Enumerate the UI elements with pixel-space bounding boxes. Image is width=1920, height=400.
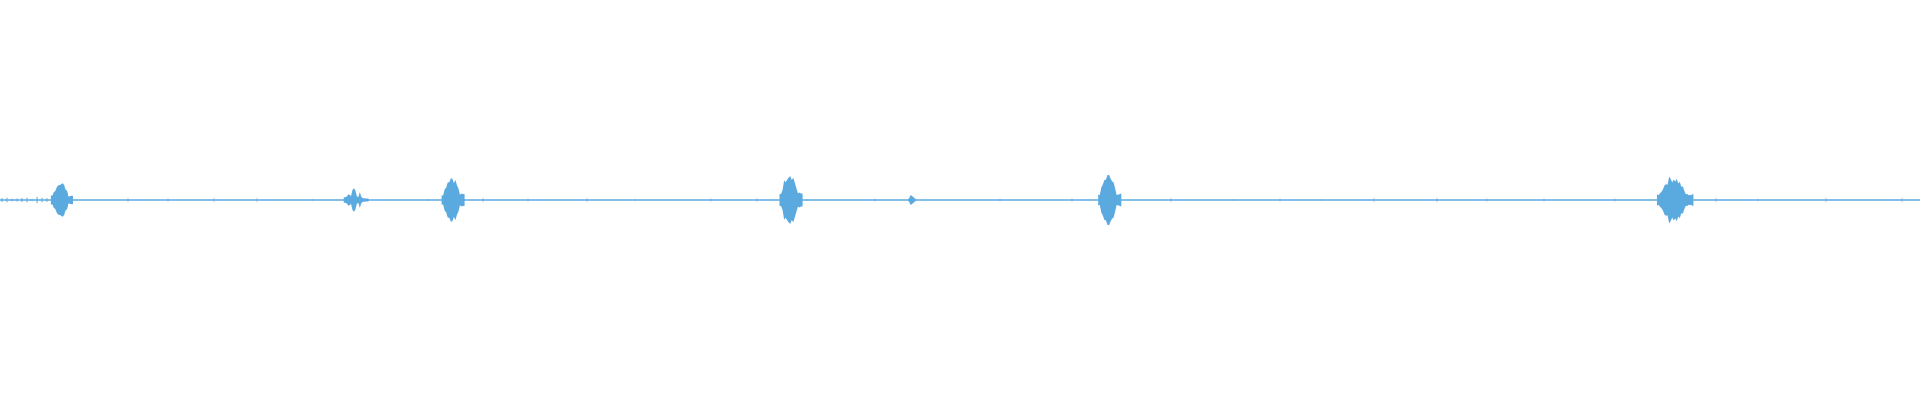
burst-5	[1657, 176, 1694, 224]
blip-1	[343, 188, 369, 212]
burst-1	[50, 183, 73, 217]
burst-2	[441, 178, 465, 222]
blip-2	[908, 194, 916, 206]
burst-4	[1098, 174, 1122, 226]
burst-3	[779, 176, 803, 224]
waveform-segments	[1, 174, 1903, 226]
